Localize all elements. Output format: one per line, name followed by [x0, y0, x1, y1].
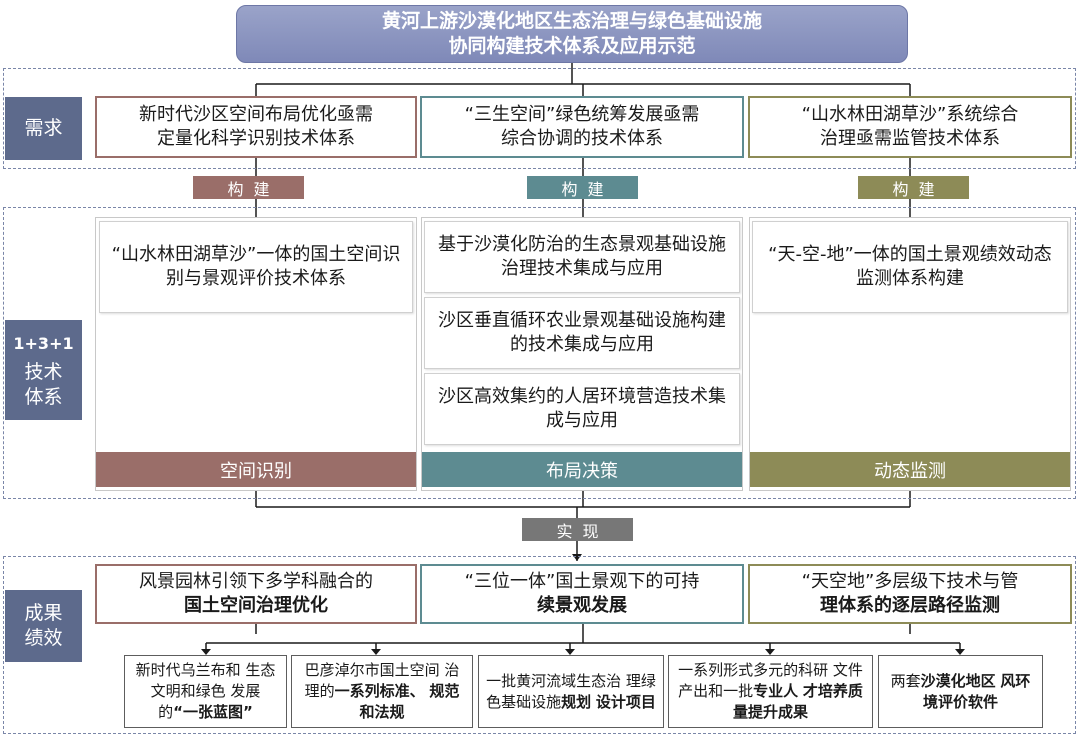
results-label: 成果 绩效: [5, 590, 82, 662]
tech-label: 1+3+1 技术 体系: [5, 320, 82, 420]
result-item-layout: “三位一体”国土景观下的可持 续景观发展: [420, 564, 744, 624]
output-box-blueprint: 新时代乌兰布和 生态文明和绿色 发展的“一张蓝图”: [124, 655, 287, 728]
result-item-monitor: “天空地”多层级下技术与管 理体系的逐层路径监测: [748, 564, 1072, 624]
tech-cell-layout-3: 沙区高效集约的人居环境营造技术集成与应用: [424, 373, 740, 445]
title-line-1: 黄河上游沙漠化地区生态治理与绿色基础设施: [381, 10, 762, 32]
tech-cell-spatial: “山水林田湖草沙”一体的国土空间识别与景观评价技术体系: [99, 221, 413, 313]
demand-item-spatial: 新时代沙区空间布局优化亟需 定量化科学识别技术体系: [95, 96, 417, 158]
build-tag-2: 构建: [527, 176, 638, 199]
tech-footer-monitor: 动态监测: [750, 452, 1070, 487]
title-line-2: 协同构建技术体系及应用示范: [448, 35, 696, 57]
output-box-research: 一系列形式多元的科研 文件产出和一批专业人 才培养质量提升成果: [668, 655, 873, 728]
realize-tag: 实现: [522, 518, 633, 541]
output-box-standards: 巴彦淖尔市国土空间 治理的一系列标准、 规范和法规: [291, 655, 473, 728]
output-box-projects: 一批黄河流域生态治 理绿色基础设施规划 设计项目: [478, 655, 664, 728]
output-box-software: 两套沙漠化地区 风环境评价软件: [878, 655, 1043, 728]
tech-footer-layout: 布局决策: [422, 452, 742, 487]
tech-section: [3, 207, 1076, 499]
results-section: [3, 556, 1076, 734]
tech-footer-spatial: 空间识别: [96, 452, 416, 487]
demand-item-layout: “三生空间”绿色统筹发展亟需 综合协调的技术体系: [420, 96, 744, 158]
tech-cell-layout-1: 基于沙漠化防治的生态景观基础设施治理技术集成与应用: [424, 221, 740, 293]
diagram-title: 黄河上游沙漠化地区生态治理与绿色基础设施 协同构建技术体系及应用示范: [236, 5, 908, 63]
demand-item-monitor: “山水林田湖草沙”系统综合 治理亟需监管技术体系: [748, 96, 1072, 158]
demand-label: 需求: [5, 97, 82, 160]
build-tag-3: 构建: [858, 176, 969, 199]
tech-cell-layout-2: 沙区垂直循环农业景观基础设施构建的技术集成与应用: [424, 297, 740, 369]
tech-cell-monitor: “天-空-地”一体的国土景观绩效动态监测体系构建: [752, 221, 1068, 313]
demand-section: [3, 68, 1076, 169]
result-item-spatial: 风景园林引领下多学科融合的 国土空间治理优化: [95, 564, 417, 624]
build-tag-1: 构建: [193, 176, 304, 199]
